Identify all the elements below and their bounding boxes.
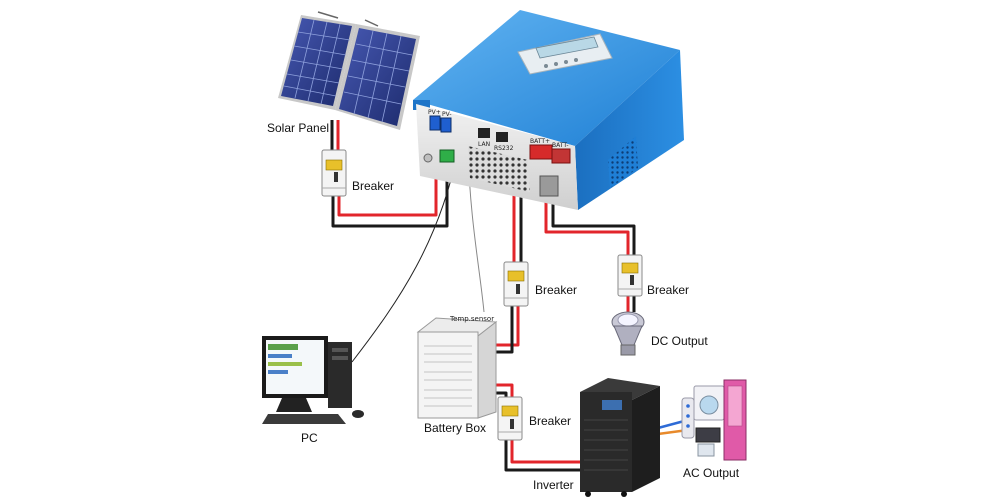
breaker-4-graphic xyxy=(617,254,643,297)
wire-breaker3-inv-red xyxy=(510,440,582,464)
label-breaker-pv: Breaker xyxy=(352,179,395,193)
port-label-pv-neg: PV- xyxy=(442,111,452,118)
breaker-3-graphic xyxy=(497,396,523,441)
wire-inv-negative xyxy=(496,391,508,397)
port-label-lan: LAN xyxy=(478,141,490,148)
charge-controller-graphic: PV+ PV- LAN RS232 BATT+ BATT- xyxy=(413,10,684,210)
battery-box-graphic xyxy=(416,317,498,419)
dc-output-bulb-graphic xyxy=(611,311,645,356)
label-battery-box: Battery Box xyxy=(424,421,487,435)
breaker-2-graphic xyxy=(503,261,529,307)
label-dc-output: DC Output xyxy=(651,334,708,348)
label-temp-sensor: Temp.sensor xyxy=(450,315,495,323)
label-breaker-inverter: Breaker xyxy=(529,414,572,428)
label-ac-output: AC Output xyxy=(683,466,740,480)
label-inverter: Inverter xyxy=(533,478,574,492)
wire-battbox-negative xyxy=(496,306,514,354)
wire-load-positive xyxy=(544,200,630,255)
ac-output-appliances-graphic xyxy=(681,379,747,461)
wire-breaker3-inv-black xyxy=(504,440,582,472)
label-solar-panel: Solar Panel xyxy=(267,121,330,135)
wire-inv-positive xyxy=(496,383,514,397)
label-breaker-battery: Breaker xyxy=(535,283,578,297)
breaker-1-graphic xyxy=(321,149,347,197)
port-label-rs232: RS232 xyxy=(494,145,514,152)
inverter-graphic xyxy=(580,378,660,497)
pc-graphic xyxy=(262,336,364,424)
port-label-pv-pos: PV+ xyxy=(428,109,441,116)
port-label-batt-neg: BATT- xyxy=(552,142,569,149)
label-breaker-load: Breaker xyxy=(647,283,690,297)
label-pc: PC xyxy=(301,431,318,445)
wire-load-negative xyxy=(551,200,636,255)
wire-battbox-positive xyxy=(496,306,520,347)
solar-panel-graphic xyxy=(278,11,420,130)
port-label-batt-pos: BATT+ xyxy=(530,138,550,145)
wire-pv-negative xyxy=(331,140,449,228)
